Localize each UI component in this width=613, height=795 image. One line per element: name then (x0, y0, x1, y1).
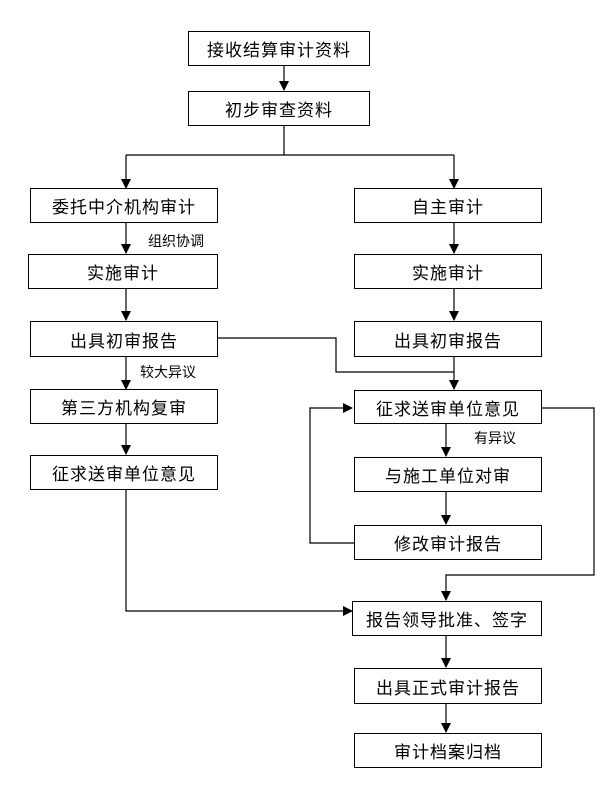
node-prelim-report-left: 出具初审报告 (30, 321, 218, 357)
node-self-audit: 自主审计 (354, 188, 542, 223)
node-prelim: 初步审查资料 (188, 91, 370, 126)
node-implement-left: 实施审计 (28, 254, 218, 289)
node-contractor-check: 与施工单位对审 (354, 457, 542, 492)
node-commission: 委托中介机构审计 (30, 188, 218, 223)
edge-left-solicit-to-approve (125, 490, 353, 616)
node-approve: 报告领导批准、签字 (352, 601, 542, 636)
node-solicit-left: 征求送审单位意见 (30, 455, 218, 490)
node-receive: 接收结算审计资料 (188, 31, 370, 66)
label-coordinate: 组织协调 (148, 234, 204, 250)
edge-solicit-to-approve (441, 407, 595, 601)
edge-revise-loop (309, 403, 354, 544)
node-solicit-right: 征求送审单位意见 (354, 390, 542, 424)
node-revise: 修改审计报告 (354, 525, 542, 560)
node-archive: 审计档案归档 (354, 733, 542, 768)
node-prelim-report-right: 出具初审报告 (354, 321, 542, 357)
node-formal-report: 出具正式审计报告 (354, 668, 542, 704)
edge-left-report-to-solicit (218, 337, 454, 373)
label-dispute: 有异议 (474, 431, 516, 447)
label-major-dispute: 较大异议 (140, 365, 196, 381)
node-third-party: 第三方机构复审 (30, 389, 218, 424)
node-implement-right: 实施审计 (354, 254, 542, 289)
